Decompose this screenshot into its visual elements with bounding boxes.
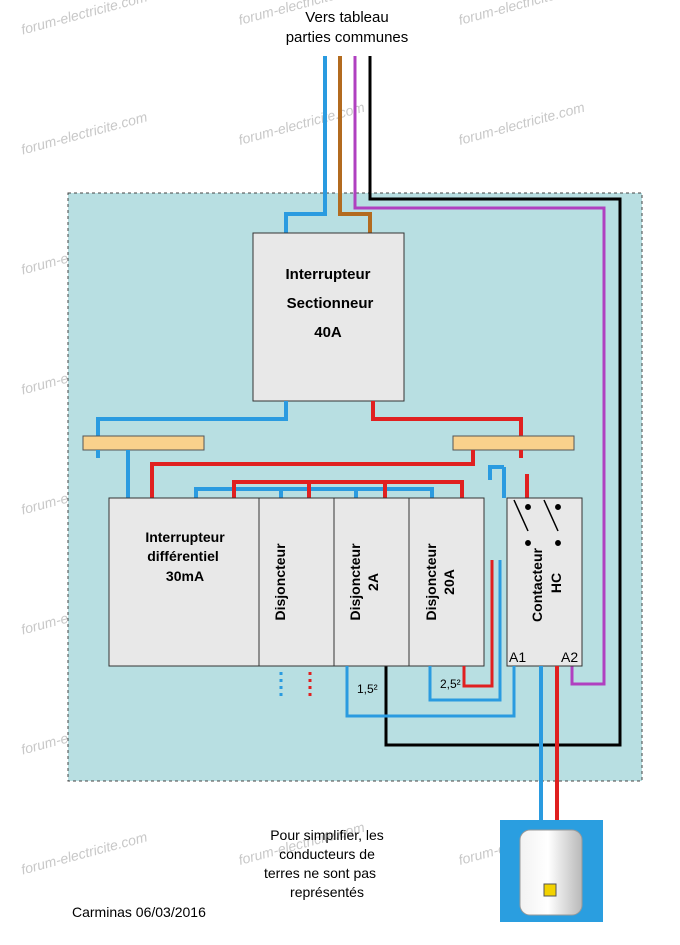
main-switch-line-3: 40A xyxy=(314,324,342,341)
breaker-20a xyxy=(408,497,485,667)
heater-neutral-breaker-wire xyxy=(428,560,502,702)
black-control-wire xyxy=(368,56,622,747)
jumper-wires xyxy=(194,480,464,498)
watermark-text: forum-electricite.com xyxy=(19,828,149,877)
neutral-in-wire xyxy=(284,56,327,234)
rcd-line-2: différentiel xyxy=(147,548,219,564)
contactor-label-2: HC xyxy=(548,573,564,593)
watermark-text: forum-electricite.com xyxy=(237,99,367,148)
wire-label-15: 1,5² xyxy=(357,682,378,696)
breaker-20a-label-1: Disjoncteur xyxy=(423,543,439,621)
heater-phase-breaker-wire xyxy=(462,560,494,688)
breaker-1-label: Disjoncteur xyxy=(272,543,288,621)
header-line-2: parties communes xyxy=(286,29,409,46)
watermark-text: forum-electricite.com xyxy=(457,99,587,148)
rcd-line-1: Interrupteur xyxy=(145,529,225,545)
control-neutral-wire xyxy=(345,666,516,718)
incoming-wires xyxy=(284,56,372,234)
note-line-3: terres ne sont pas xyxy=(264,865,376,881)
breaker-1 xyxy=(258,497,335,667)
rcd-phase-feed xyxy=(150,450,475,498)
note-line-2: conducteurs de xyxy=(279,846,375,862)
note-line-1: Pour simplifier, les xyxy=(270,827,384,843)
contactor-module xyxy=(506,497,583,667)
water-heater-icon xyxy=(500,820,603,922)
note-line-4: représentés xyxy=(290,884,364,900)
phase-busbar xyxy=(452,435,575,451)
breaker-2a-label-1: Disjoncteur xyxy=(347,543,363,621)
main-switch-line-2: Sectionneur xyxy=(287,295,374,312)
signature: Carminas 06/03/2016 xyxy=(72,904,206,920)
watermark-text: forum-electricite.com xyxy=(457,0,587,28)
neutral-busbar xyxy=(82,435,205,451)
contactor-a2-label: A2 xyxy=(561,649,578,665)
contactor-a1-label: A1 xyxy=(509,649,526,665)
breaker-2a-label-2: 2A xyxy=(365,573,381,591)
phase-to-busbar-wire xyxy=(371,401,523,438)
rcd-module xyxy=(108,497,260,667)
watermark-text: forum-electricite.com xyxy=(19,108,149,157)
main-switch xyxy=(252,232,405,402)
contactor-switch-icon xyxy=(513,499,561,546)
phase-in-wire xyxy=(338,56,372,234)
main-switch-line-1: Interrupteur xyxy=(285,266,370,283)
neutral-to-busbar-wire xyxy=(96,401,288,438)
rcd-line-3: 30mA xyxy=(166,568,204,584)
breaker-2a xyxy=(333,497,410,667)
contactor-label-1: Contacteur xyxy=(529,548,545,622)
watermark-text: forum-electricite.com xyxy=(19,0,149,38)
header-line-1: Vers tableau xyxy=(305,9,388,26)
breaker-20a-label-2: 20A xyxy=(441,569,457,595)
purple-control-wire xyxy=(353,56,606,686)
wire-label-25: 2,5² xyxy=(440,677,461,691)
